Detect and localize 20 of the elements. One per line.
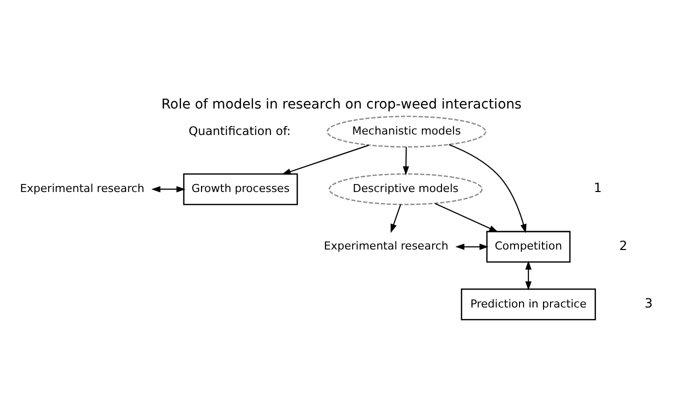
label: 3 [644, 294, 653, 310]
arrow [151, 186, 186, 192]
node-text: Experimental research [20, 182, 144, 195]
node-text: Experimental research [324, 239, 448, 252]
node-ellipse: Mechanistic models [326, 115, 486, 148]
arrow [282, 144, 369, 174]
node-box: Prediction in practice [460, 288, 596, 320]
label: Quantification of: [188, 123, 291, 138]
arrow [455, 243, 489, 250]
arrow [448, 144, 527, 233]
arrow [390, 204, 402, 232]
arrow [402, 146, 410, 175]
node-box: Growth processes [183, 172, 298, 205]
diagram-title: Role of models in research on crop-weed interactions [161, 96, 522, 112]
node-ellipse: Descriptive models [328, 172, 483, 205]
label: 1 [594, 180, 602, 195]
arrow [434, 202, 498, 232]
node-box: Competition [486, 230, 571, 262]
arrow [525, 260, 532, 290]
label: 2 [619, 237, 628, 252]
